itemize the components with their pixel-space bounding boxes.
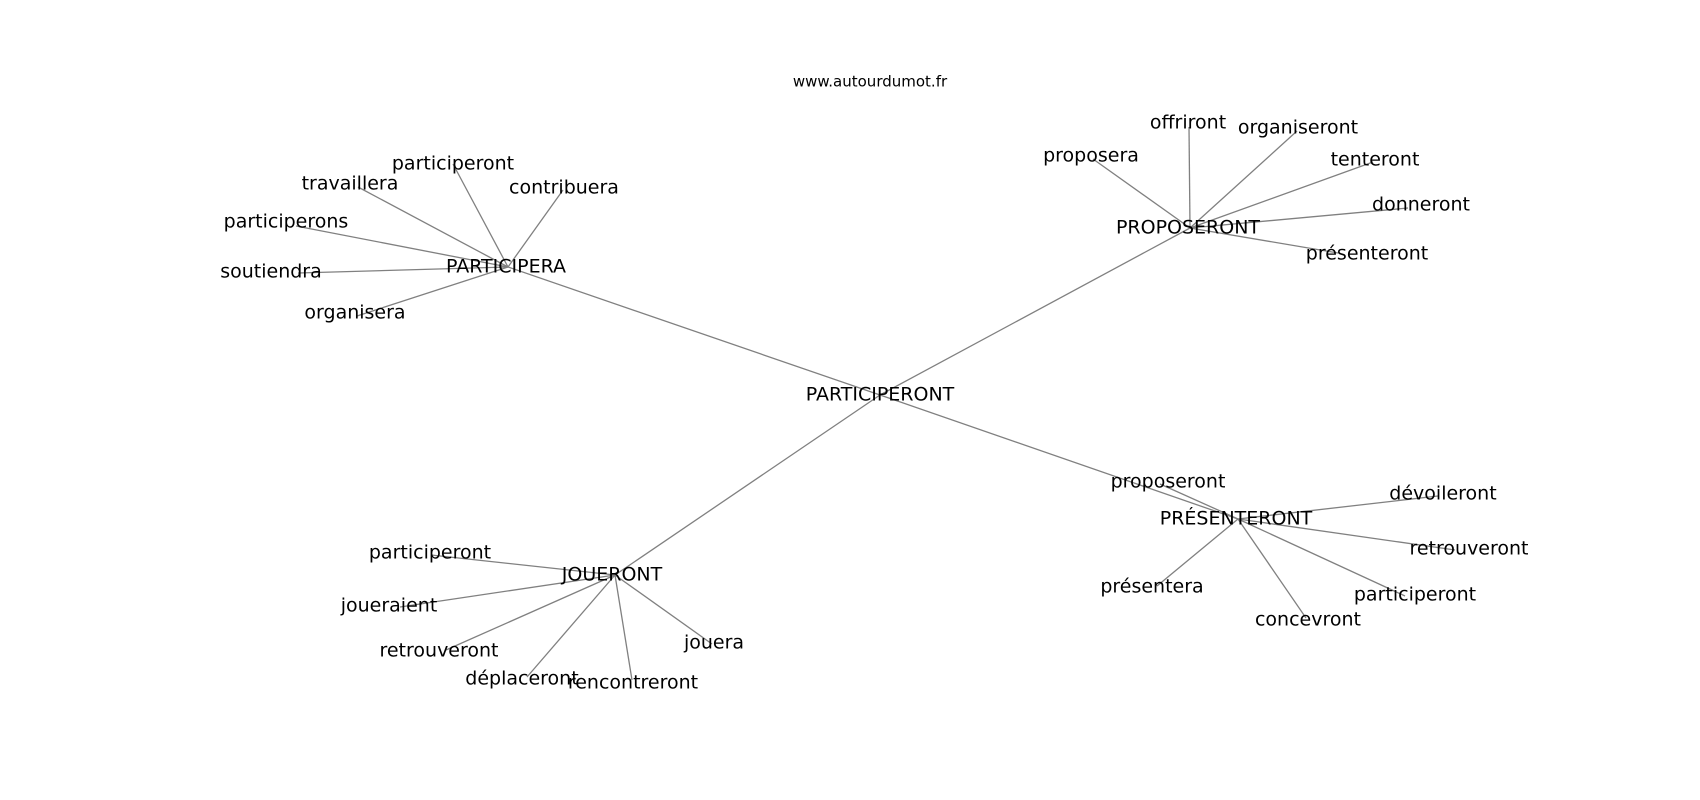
hub-node-label: PRÉSENTERONT [1160, 507, 1313, 530]
graph-edge [1188, 126, 1191, 229]
graph-edge [445, 574, 616, 651]
leaf-node-label: jouera [683, 632, 744, 654]
graph-edge [879, 394, 1239, 520]
leaf-node-label: retrouveront [379, 640, 498, 662]
leaf-node-label: participeront [1354, 584, 1476, 606]
graph-edge [507, 266, 881, 396]
leaf-node-label: donneront [1372, 194, 1470, 216]
leaf-node-label: concevront [1255, 609, 1361, 631]
leaf-node-label: rencontreront [568, 672, 698, 694]
leaf-node-label: présenteront [1306, 243, 1428, 265]
graph-edge [614, 574, 713, 645]
graph-edge [1189, 207, 1409, 229]
graph-edge [614, 574, 633, 681]
graph-edge [399, 574, 616, 608]
graph-edge [1159, 483, 1239, 520]
leaf-node-label: organisera [304, 302, 405, 324]
graph-edge [1189, 227, 1339, 254]
leaf-node-label: travaillera [302, 173, 399, 195]
center-node-label: PARTICIPERONT [806, 384, 955, 406]
leaf-node-label: déplaceront [465, 668, 578, 690]
graph-edge [430, 554, 616, 576]
graph-edge [357, 186, 509, 268]
hub-node-label: PARTICIPERA [446, 256, 566, 278]
leaf-node-label: présentera [1100, 576, 1203, 598]
leaf-node-label: tenteront [1331, 149, 1420, 171]
graph-edge [507, 189, 564, 268]
hub-node-label: PROPOSERONT [1116, 217, 1260, 239]
graph-edge [1237, 518, 1307, 619]
graph-edge [1092, 158, 1191, 229]
leaf-node-label: dévoileront [1389, 483, 1496, 505]
graph-edge [1189, 161, 1374, 229]
graph-edge [1189, 130, 1298, 229]
graph-edge [356, 266, 509, 317]
leaf-node-label: organiseront [1238, 117, 1358, 139]
leaf-node-label: joueraient [340, 595, 438, 617]
graph-edge [614, 394, 881, 576]
leaf-node-label: soutiendra [220, 261, 322, 283]
leaf-node-label: participerons [224, 211, 349, 233]
leaf-node-label: proposeront [1111, 471, 1226, 493]
source-watermark: www.autourdumot.fr [793, 73, 948, 91]
graph-edge [452, 163, 509, 268]
graph-labels: PARTICIPERONTPARTICIPERAparticiperonttra… [220, 112, 1528, 694]
leaf-node-label: contribuera [509, 177, 619, 199]
hub-node-label: JOUERONT [561, 564, 663, 586]
graph-edge [879, 227, 1191, 396]
graph-edge [1237, 518, 1406, 597]
leaf-node-label: retrouveront [1409, 538, 1528, 560]
leaf-node-label: participeront [392, 153, 514, 175]
leaf-node-label: participeront [369, 542, 491, 564]
graph-edge [295, 225, 509, 268]
graph-edges [295, 126, 1456, 681]
graph-edge [526, 574, 616, 678]
graph-edge [297, 266, 509, 274]
graph-edge [1237, 495, 1439, 520]
leaf-node-label: proposera [1043, 145, 1139, 167]
leaf-node-label: offriront [1150, 112, 1226, 134]
graph-edge [1237, 518, 1456, 551]
graph-edge [1156, 518, 1239, 587]
